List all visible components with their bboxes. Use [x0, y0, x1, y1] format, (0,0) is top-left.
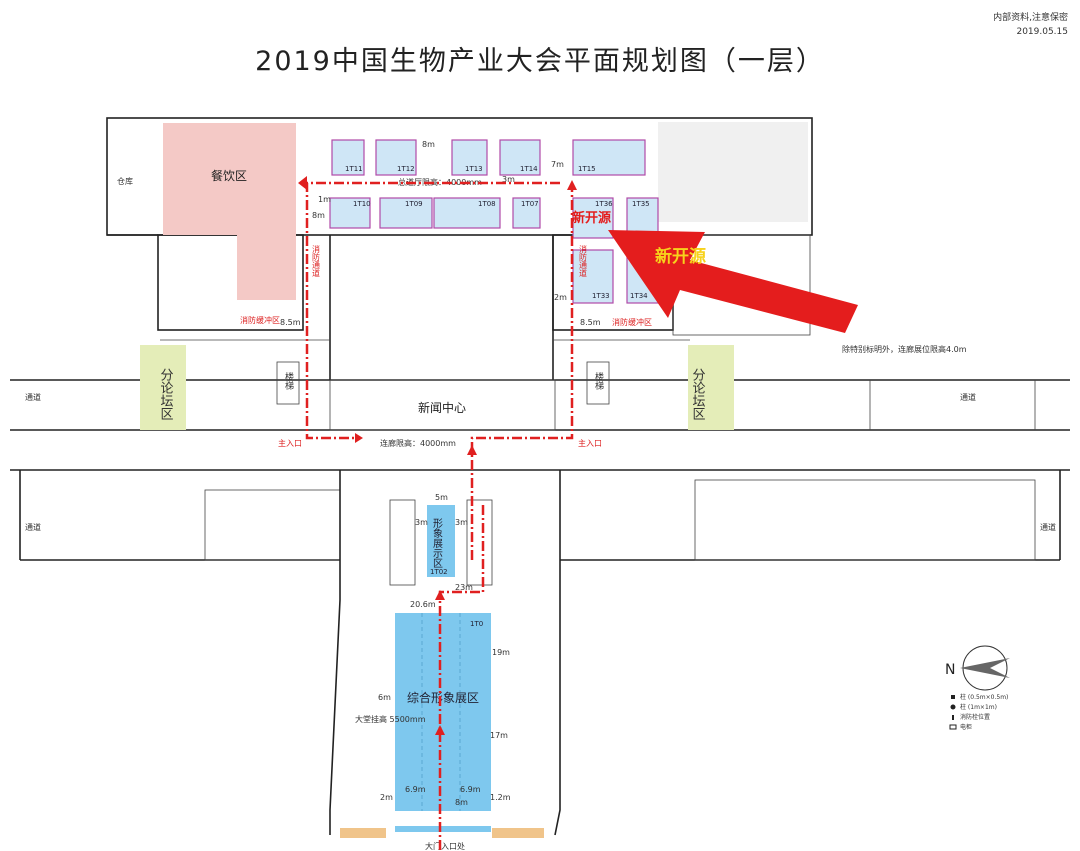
svg-text:1T35: 1T35	[632, 200, 650, 208]
exhibit-tables-area	[658, 122, 808, 222]
svg-text:1T33: 1T33	[592, 292, 610, 300]
visitor-route	[298, 176, 577, 850]
compass-icon: N	[945, 645, 1010, 691]
warehouse-label: 仓库	[117, 176, 133, 186]
svg-text:柱 (0.5m×0.5m): 柱 (0.5m×0.5m)	[960, 693, 1008, 701]
news-center-room	[329, 379, 556, 431]
side-area-left	[340, 828, 386, 838]
svg-text:8m: 8m	[312, 211, 325, 220]
svg-text:6.9m: 6.9m	[405, 785, 426, 794]
corridor-label-left-bottom: 通道	[25, 522, 41, 532]
svg-text:楼梯: 楼梯	[283, 371, 294, 391]
comprehensive-display-area[interactable]: 综合形象展区 1T0	[395, 613, 491, 811]
svg-text:2m: 2m	[380, 793, 393, 802]
corridor-label-left: 通道	[25, 392, 41, 402]
fire-buffer-label-right: 消防缓冲区	[612, 317, 652, 327]
svg-text:6.9m: 6.9m	[460, 785, 481, 794]
svg-text:楼梯: 楼梯	[593, 371, 604, 391]
svg-text:8.5m: 8.5m	[580, 318, 601, 327]
svg-text:1T08: 1T08	[478, 200, 496, 208]
svg-text:17m: 17m	[490, 731, 508, 740]
svg-text:23m: 23m	[455, 583, 473, 592]
svg-text:1T36: 1T36	[595, 200, 613, 208]
svg-text:1T11: 1T11	[345, 165, 363, 173]
booth-1T12[interactable]: 1T12	[375, 139, 417, 176]
booth-1T14[interactable]: 1T14	[499, 139, 541, 176]
svg-text:2m: 2m	[554, 293, 567, 302]
stairs-left: 楼梯	[276, 361, 300, 405]
image-display-area[interactable]: 形象展示区 1T02	[427, 505, 455, 577]
lobby-walls	[329, 470, 561, 836]
dimension-labels: 8m 7m 3m 1m 8m 8.5m 8.5m 2m 5m 3m 3m 23m…	[280, 140, 601, 807]
booth-1T11[interactable]: 1T11	[331, 139, 365, 176]
news-center-label: 新闻中心	[418, 400, 466, 415]
svg-text:1T14: 1T14	[520, 165, 538, 173]
svg-text:1T07: 1T07	[521, 200, 539, 208]
svg-text:分论坛区: 分论坛区	[158, 368, 174, 420]
svg-text:3m: 3m	[415, 518, 428, 527]
svg-text:1T02: 1T02	[430, 568, 448, 576]
svg-text:3m: 3m	[502, 175, 515, 184]
svg-text:综合形象展区: 综合形象展区	[407, 690, 479, 705]
svg-text:柱 (1m×1m): 柱 (1m×1m)	[960, 703, 997, 711]
svg-text:1T12: 1T12	[397, 165, 415, 173]
svg-text:7m: 7m	[551, 160, 564, 169]
highlight-arrow: 新开源	[608, 230, 858, 333]
main-entrance-right[interactable]: 主入口	[578, 438, 602, 448]
svg-text:1T10: 1T10	[353, 200, 371, 208]
main-gate-label[interactable]: 大门入口处	[425, 841, 465, 851]
restaurant-area-extension	[237, 235, 296, 300]
svg-text:8m: 8m	[455, 798, 468, 807]
side-area-right	[492, 828, 544, 838]
svg-text:消防栓位置: 消防栓位置	[960, 713, 990, 721]
booth-1T10[interactable]: 1T10	[329, 197, 371, 229]
page-title: 2019中国生物产业大会平面规划图（一层）	[255, 46, 825, 77]
svg-text:5m: 5m	[435, 493, 448, 502]
corridor-height-note: 连廊限高：4000mm	[380, 438, 456, 448]
svg-text:1m: 1m	[318, 195, 331, 204]
svg-text:1T15: 1T15	[578, 165, 596, 173]
fire-lane-label: 消防通道	[312, 244, 321, 278]
booth-1T09[interactable]: 1T09	[379, 197, 433, 229]
corridor-label-right-top: 通道	[960, 392, 976, 402]
legend: 柱 (0.5m×0.5m) 柱 (1m×1m) 消防栓位置 电柜	[949, 693, 1008, 731]
stairs-right: 楼梯	[586, 361, 610, 405]
forum-area-left: 分论坛区	[140, 345, 186, 430]
entrance-canopy	[395, 826, 491, 832]
fire-lane-label-right: 消防通道	[579, 244, 588, 278]
svg-text:8.5m: 8.5m	[280, 318, 301, 327]
corridor-label-right: 通道	[1040, 522, 1056, 532]
restaurant-label: 餐饮区	[211, 168, 247, 183]
highlight-arrow-label: 新开源	[655, 246, 706, 267]
confidential-note: 内部资料,注意保密	[993, 11, 1068, 23]
booth-1T15[interactable]: 1T15	[572, 139, 646, 176]
svg-text:1T09: 1T09	[405, 200, 423, 208]
main-entrance-left[interactable]: 主入口	[278, 438, 302, 448]
svg-text:电柜: 电柜	[960, 723, 972, 731]
svg-text:19m: 19m	[492, 648, 510, 657]
svg-text:20.6m: 20.6m	[410, 600, 436, 609]
svg-text:8m: 8m	[422, 140, 435, 149]
restaurant-area	[163, 123, 296, 235]
svg-text:1T34: 1T34	[630, 292, 648, 300]
xinkaiyuan-booth-label: 新开源	[572, 210, 611, 226]
booth-1T07[interactable]: 1T07	[512, 197, 541, 229]
svg-text:分论坛区: 分论坛区	[690, 368, 706, 420]
forum-area-right: 分论坛区	[688, 345, 734, 430]
booth-1T36[interactable]: 1T36	[572, 197, 614, 239]
svg-text:1T13: 1T13	[465, 165, 483, 173]
hall-height-note: 总道厅限高：4000mm	[398, 177, 482, 187]
lobby-height-note: 大堂挂高 5500mm	[355, 714, 426, 724]
svg-text:6m: 6m	[378, 693, 391, 702]
booth-1T13[interactable]: 1T13	[451, 139, 488, 176]
svg-text:1T0: 1T0	[470, 620, 483, 628]
svg-text:1.2m: 1.2m	[490, 793, 511, 802]
svg-text:3m: 3m	[455, 518, 468, 527]
booth-height-note: 除特别标明外，连廊展位限高4.0m	[842, 344, 967, 354]
svg-text:N: N	[945, 662, 955, 678]
fire-buffer-label: 消防缓冲区	[240, 315, 280, 325]
booth-1T08[interactable]: 1T08	[433, 197, 501, 229]
date-label: 2019.05.15	[1016, 27, 1068, 37]
svg-text:形象展示区: 形象展示区	[431, 518, 443, 568]
